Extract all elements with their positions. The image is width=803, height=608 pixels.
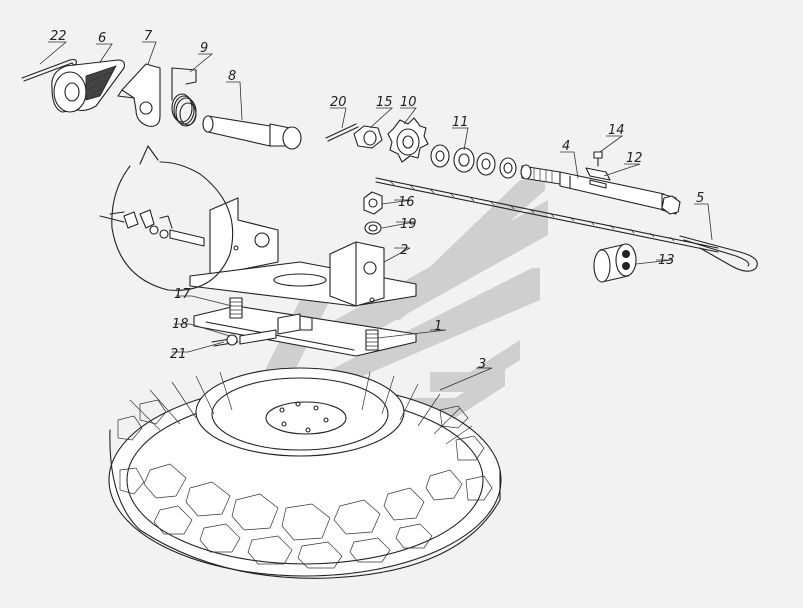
callout-21: 21: [170, 347, 187, 362]
callout-8: 8: [228, 69, 236, 84]
callout-1: 1: [434, 319, 442, 334]
part-19-washer: [364, 221, 382, 235]
callout-labels: 22 6 7 9 8 20 15 10 11 4 14 12 16 19 2 5…: [50, 29, 704, 372]
callout-13: 13: [658, 253, 675, 268]
part-15-nut: [353, 125, 383, 149]
part-11-washers: [430, 144, 517, 179]
callout-9: 9: [200, 41, 208, 56]
part-8-pin: [202, 115, 302, 150]
leader-lines: [39, 41, 713, 391]
callout-20: 20: [330, 95, 347, 110]
detail-view: [99, 145, 234, 291]
callout-4: 4: [562, 139, 570, 154]
callout-11: 11: [452, 115, 469, 130]
part-10-gear: [387, 117, 429, 163]
part-20-cotter-pin: [325, 123, 359, 142]
callout-10: 10: [400, 95, 417, 110]
callout-3: 3: [478, 357, 486, 372]
callout-19: 19: [400, 217, 417, 232]
callout-2: 2: [400, 243, 408, 258]
callout-16: 16: [398, 195, 415, 210]
callout-15: 15: [376, 95, 393, 110]
lower-bracket: [193, 297, 417, 357]
part-9-spring: [171, 67, 197, 127]
callout-7: 7: [144, 29, 153, 44]
mounting-frame: [189, 197, 417, 307]
watermark-logo: [265, 180, 548, 418]
part-7-bracket: [117, 63, 161, 127]
callout-18: 18: [172, 317, 189, 332]
callout-5: 5: [696, 191, 704, 206]
part-5-cable: [375, 177, 758, 272]
part-16-nut: [363, 191, 383, 215]
callout-17: 17: [174, 287, 191, 302]
part-6-grip: [51, 59, 125, 113]
part-14-screw: [593, 151, 603, 167]
callout-12: 12: [626, 151, 643, 166]
part-13-cylinder: [593, 243, 637, 283]
part-3-wheel: [108, 367, 502, 579]
part-4-shaft: [520, 164, 681, 215]
part-22-cotter-pin: [21, 58, 77, 82]
callout-6: 6: [98, 31, 106, 46]
callout-22: 22: [50, 29, 67, 44]
callout-14: 14: [608, 123, 625, 138]
part-12-plate: [585, 167, 611, 189]
